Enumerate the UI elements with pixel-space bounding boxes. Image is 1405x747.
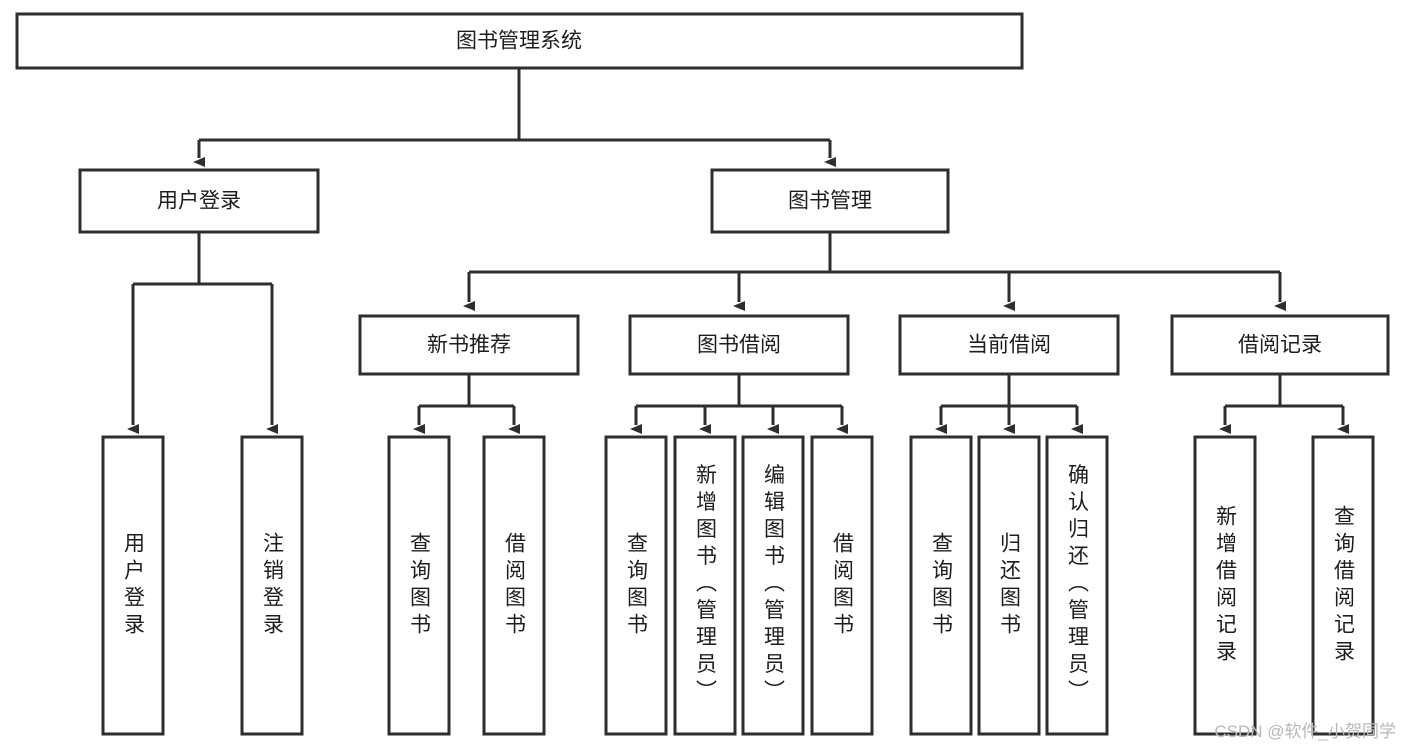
node-borrow-records-box (1170, 314, 1390, 376)
node-leaf-bb-add-book[interactable]: 新增图书（管理员） (673, 435, 737, 736)
node-leaf-bb-add-book-box (673, 435, 737, 736)
node-leaf-br-query-record-box (1311, 435, 1375, 736)
node-leaf-bb-query-book-label: 查询图书 (625, 532, 649, 640)
node-root-label: 图书管理系统 (456, 30, 582, 53)
node-leaf-bb-add-book-label: 新增图书（管理员） (694, 464, 718, 707)
node-leaf-nb-query-book[interactable]: 查询图书 (387, 435, 451, 736)
connector-group (127, 68, 1349, 434)
node-leaf-nb-query-book-label: 查询图书 (408, 532, 432, 640)
node-leaf-bb-borrow-book-box (810, 435, 874, 736)
node-book-manage[interactable]: 图书管理 (710, 168, 950, 234)
node-book-borrow-label: 图书借阅 (697, 334, 781, 357)
node-leaf-br-add-record[interactable]: 新增借阅记录 (1193, 435, 1257, 736)
node-leaf-cb-query-book[interactable]: 查询图书 (909, 435, 973, 736)
node-current-borrow[interactable]: 当前借阅 (898, 314, 1120, 376)
node-root[interactable]: 图书管理系统 (15, 12, 1024, 70)
node-book-manage-label: 图书管理 (788, 190, 872, 213)
node-leaf-nb-borrow-book-box (482, 435, 546, 736)
node-leaf-cb-query-book-box (909, 435, 973, 736)
node-leaf-nb-borrow-book[interactable]: 借阅图书 (482, 435, 546, 736)
node-new-book-recommend-label: 新书推荐 (427, 334, 511, 357)
node-leaf-cb-confirm-return[interactable]: 确认归还（管理员） (1045, 435, 1109, 736)
node-leaf-bb-borrow-book-label: 借阅图书 (831, 532, 855, 640)
node-leaf-user-login-box (101, 435, 165, 736)
node-leaf-logout-box (240, 435, 304, 736)
node-leaf-cb-return-book-box (977, 435, 1041, 736)
node-leaf-br-add-record-box (1193, 435, 1257, 736)
node-leaf-bb-edit-book-label: 编辑图书（管理员） (762, 464, 786, 707)
node-leaf-br-query-record[interactable]: 查询借阅记录 (1311, 435, 1375, 736)
node-borrow-records-label: 借阅记录 (1238, 334, 1322, 357)
node-leaf-cb-return-book-label: 归还图书 (998, 532, 1022, 640)
node-leaf-bb-edit-book[interactable]: 编辑图书（管理员） (741, 435, 805, 736)
node-current-borrow-box (898, 314, 1120, 376)
node-root-box (15, 12, 1024, 70)
node-leaf-br-query-record-label: 查询借阅记录 (1332, 505, 1356, 667)
node-leaf-nb-borrow-book-label: 借阅图书 (503, 532, 527, 640)
node-new-book-recommend-box (358, 314, 580, 376)
node-book-manage-box (710, 168, 950, 234)
node-leaf-bb-query-book[interactable]: 查询图书 (604, 435, 668, 736)
node-user-login-label: 用户登录 (157, 190, 241, 213)
node-new-book-recommend[interactable]: 新书推荐 (358, 314, 580, 376)
node-leaf-logout-label: 注销登录 (261, 532, 285, 640)
node-book-borrow-box (628, 314, 850, 376)
node-leaf-cb-confirm-return-box (1045, 435, 1109, 736)
node-borrow-records[interactable]: 借阅记录 (1170, 314, 1390, 376)
node-book-borrow[interactable]: 图书借阅 (628, 314, 850, 376)
node-leaf-nb-query-book-box (387, 435, 451, 736)
node-leaf-bb-query-book-box (604, 435, 668, 736)
node-leaf-cb-confirm-return-label: 确认归还（管理员） (1066, 464, 1090, 707)
node-leaf-user-login[interactable]: 用户登录 (101, 435, 165, 736)
node-leaf-cb-return-book[interactable]: 归还图书 (977, 435, 1041, 736)
node-leaf-user-login-label: 用户登录 (122, 532, 146, 640)
node-leaf-bb-edit-book-box (741, 435, 805, 736)
node-user-login[interactable]: 用户登录 (78, 168, 320, 234)
node-leaf-bb-borrow-book[interactable]: 借阅图书 (810, 435, 874, 736)
node-user-login-box (78, 168, 320, 234)
node-leaf-cb-query-book-label: 查询图书 (930, 532, 954, 640)
node-current-borrow-label: 当前借阅 (967, 334, 1051, 357)
node-leaf-logout[interactable]: 注销登录 (240, 435, 304, 736)
node-leaf-br-add-record-label: 新增借阅记录 (1214, 505, 1238, 667)
csdn-watermark: CSDN @软件_小贺同学 (1214, 722, 1396, 741)
